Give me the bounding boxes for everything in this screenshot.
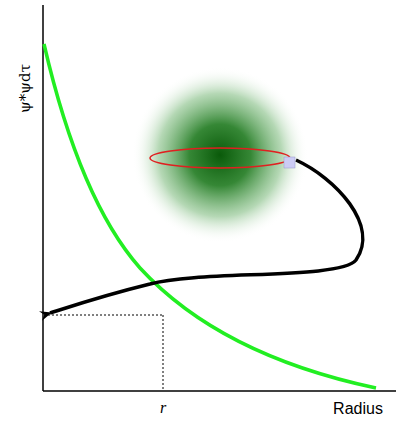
axis-label: Radius bbox=[333, 401, 383, 417]
x-axis bbox=[43, 390, 396, 392]
dotted-guide bbox=[44, 315, 163, 316]
radius-marker: r bbox=[160, 400, 166, 416]
axis-label: ψ*ψdτ bbox=[18, 64, 33, 113]
probability-curve bbox=[44, 44, 376, 388]
orbital-cloud bbox=[132, 67, 308, 243]
orbit-ring bbox=[150, 148, 290, 168]
dotted-guide bbox=[163, 315, 164, 391]
volume-element bbox=[284, 157, 295, 168]
mapping-arrow bbox=[50, 160, 363, 313]
y-axis bbox=[42, 5, 44, 391]
